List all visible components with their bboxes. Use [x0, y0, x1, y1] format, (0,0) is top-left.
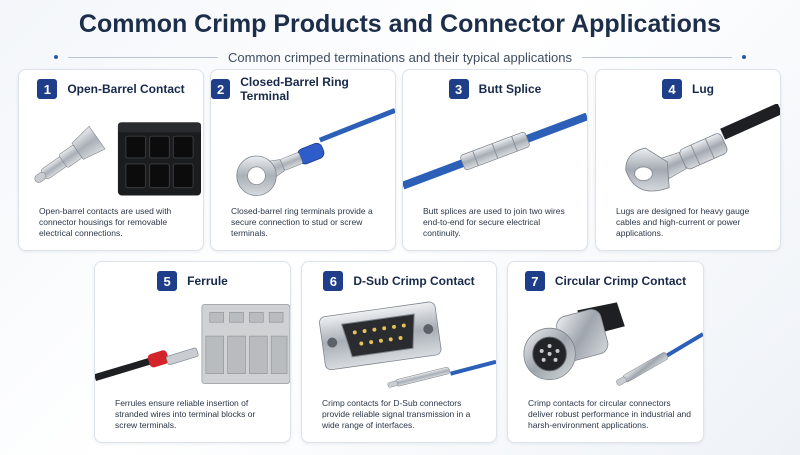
card-number-badge: 1	[37, 79, 58, 99]
subtitle-divider-left	[68, 56, 219, 58]
card-header: 1 Open-Barrel Contact	[19, 78, 203, 100]
card-number-badge: 2	[211, 79, 231, 99]
card-circular-crimp-contact: 7 Circular Crimp Contact	[507, 261, 704, 443]
card-header: 3 Butt Splice	[403, 78, 587, 100]
card-description: Crimp contacts for D-Sub connectors prov…	[322, 398, 471, 430]
card-description: Butt splices are used to join two wires …	[423, 206, 565, 238]
card-header: 7 Circular Crimp Contact	[508, 270, 703, 292]
card-number-badge: 6	[323, 271, 344, 291]
card-open-barrel-contact: 1 Open-Barrel Contact	[18, 69, 204, 251]
card-title: Circular Crimp Contact	[554, 274, 687, 288]
card-number-badge: 3	[448, 79, 469, 99]
card-number-badge: 7	[524, 271, 545, 291]
card-number-badge: 4	[662, 79, 682, 99]
card-header: 2 Closed-Barrel Ring Terminal	[211, 75, 395, 103]
card-lug: 4 Lug Lugs are desi	[595, 69, 781, 251]
card-description: Open-barrel contacts are used with conne…	[39, 206, 172, 238]
open-barrel-contact-illustration	[19, 104, 203, 202]
card-title: Lug	[692, 82, 714, 96]
subtitle-dot-left	[54, 55, 59, 59]
card-d-sub-crimp-contact: 6 D-Sub Crimp Contact	[301, 261, 497, 443]
card-ferrule: 5 Ferrule Ferrules ensure reliable inser…	[94, 261, 291, 443]
card-title: Closed-Barrel Ring Terminal	[240, 75, 349, 103]
card-description: Ferrules ensure reliable insertion of st…	[115, 398, 256, 430]
page-title: Common Crimp Products and Connector Appl…	[78, 10, 722, 38]
card-header: 4 Lug	[596, 78, 780, 100]
butt-splice-illustration	[403, 104, 587, 202]
ferrule-illustration	[95, 296, 290, 394]
d-sub-connector-illustration	[302, 296, 496, 394]
card-number-badge: 5	[157, 271, 178, 291]
card-title: Butt Splice	[478, 82, 542, 96]
circular-connector-illustration	[508, 296, 703, 394]
card-header: 6 D-Sub Crimp Contact	[302, 270, 496, 292]
page-subtitle: Common crimped terminations and their ty…	[228, 49, 572, 65]
card-header: 5 Ferrule	[95, 270, 290, 292]
card-title: Open-Barrel Contact	[67, 82, 185, 96]
subtitle-row: Common crimped terminations and their ty…	[0, 47, 800, 67]
ring-terminal-illustration	[211, 104, 395, 202]
card-butt-splice: 3 Butt Splice Butt splices are used t	[402, 69, 588, 251]
card-title: D-Sub Crimp Contact	[353, 274, 475, 288]
card-description: Crimp contacts for circular connectors d…	[528, 398, 692, 430]
card-description: Lugs are designed for heavy gauge cables…	[616, 206, 750, 238]
card-closed-barrel-ring-terminal: 2 Closed-Barrel Ring Terminal	[210, 69, 396, 251]
lug-illustration	[596, 104, 780, 202]
subtitle-dot-right	[741, 55, 746, 59]
subtitle-divider-right	[581, 56, 732, 58]
card-description: Closed-barrel ring terminals provide a s…	[231, 206, 373, 238]
card-title: Ferrule	[187, 274, 228, 288]
